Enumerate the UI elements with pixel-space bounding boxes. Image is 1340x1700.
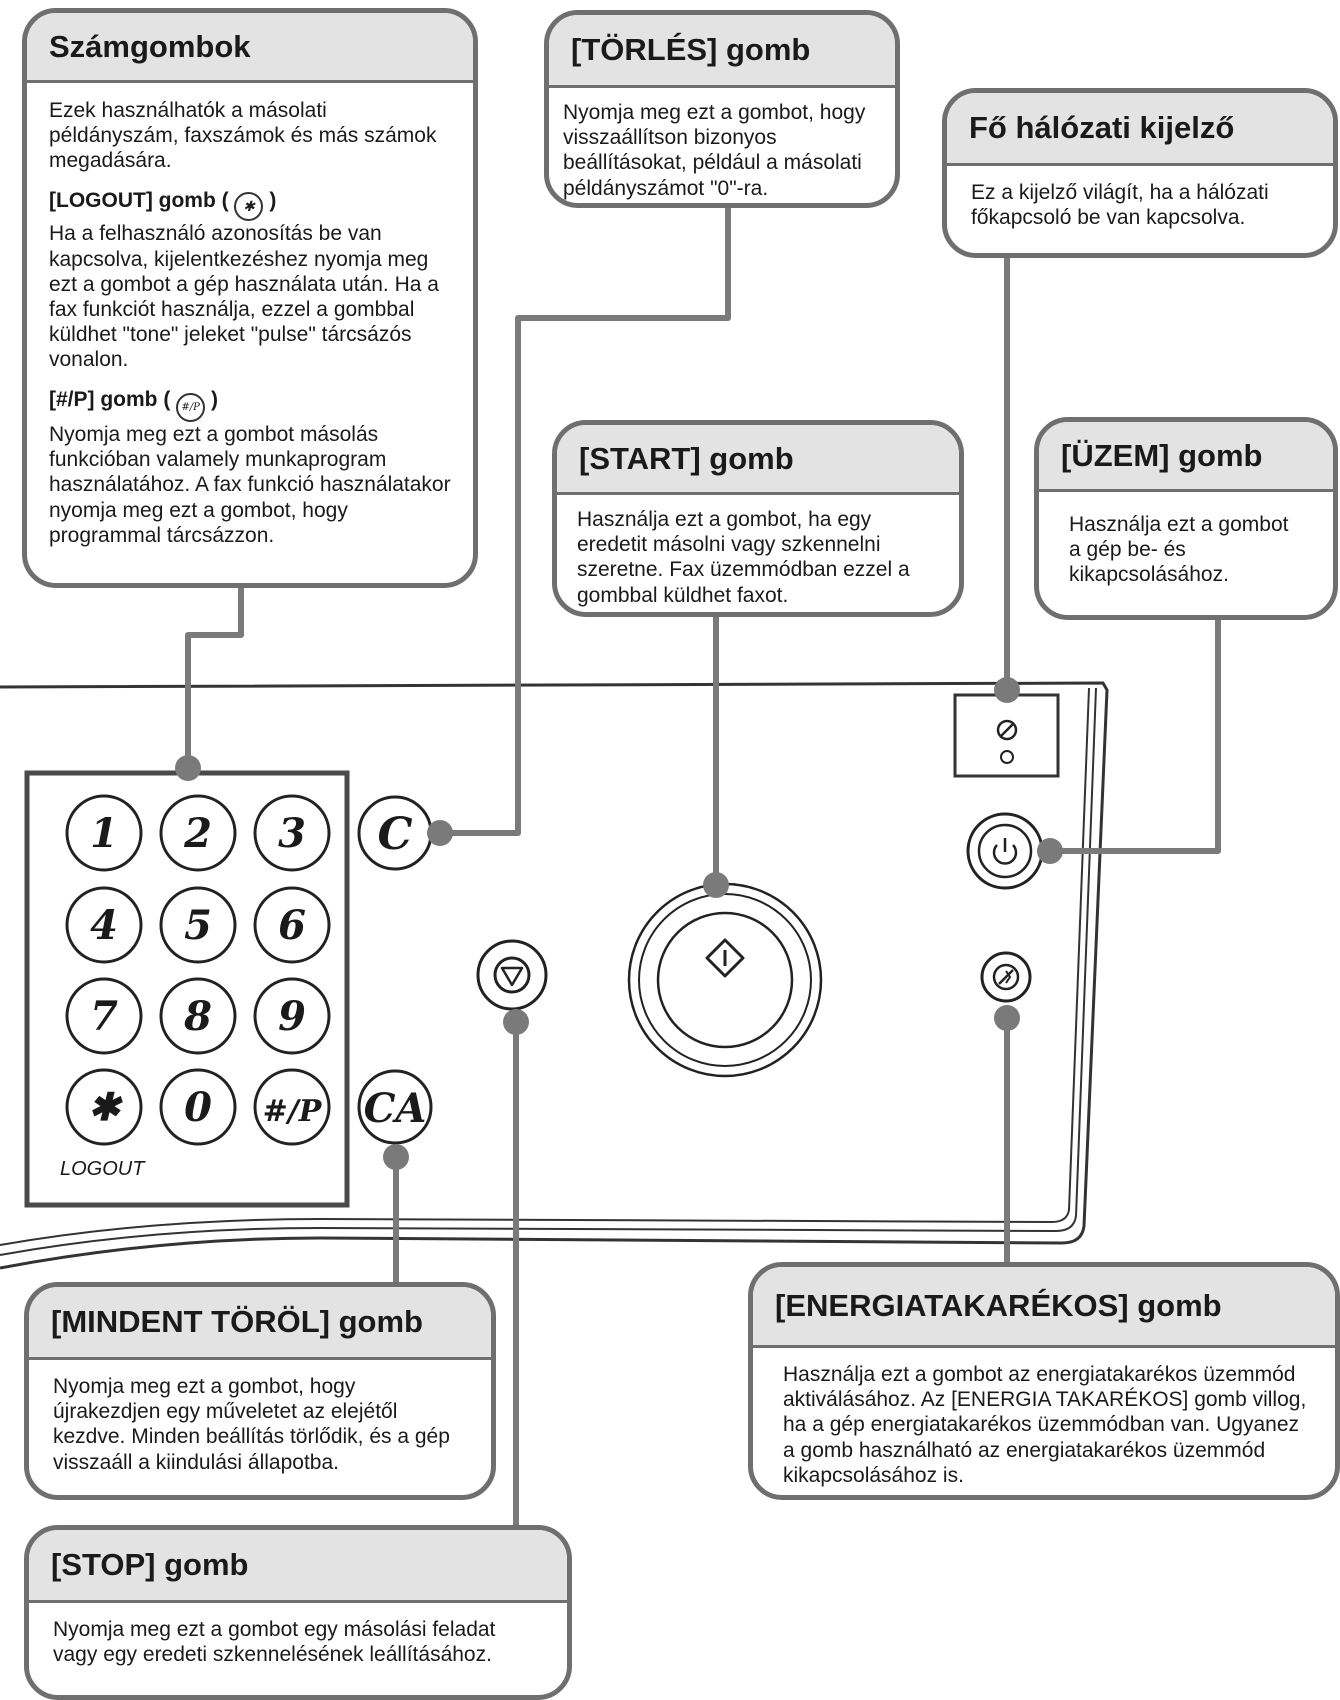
key-hash-p[interactable]: #/P [253, 1068, 331, 1146]
callout-stop-button: [STOP] gomb Nyomja meg ezt a gombot egy … [24, 1525, 572, 1700]
callout-title: Fő hálózati kijelző [947, 93, 1333, 166]
clear-key[interactable]: C [357, 795, 433, 871]
power-icon [992, 838, 1018, 865]
key-label: 7 [90, 993, 118, 1040]
key-label: 0 [184, 1084, 212, 1131]
callout-text: Használja ezt a gombot, ha egy eredetit … [577, 508, 910, 607]
stop-icon [493, 956, 531, 994]
key-label: #/P [263, 1094, 323, 1129]
callout-title: [TÖRLÉS] gomb [549, 15, 895, 88]
callout-title: [ÜZEM] gomb [1039, 422, 1333, 492]
logout-label: LOGOUT [60, 1158, 146, 1180]
hashp-heading: [#/P] gomb ( #/P ) [49, 388, 218, 423]
key-star[interactable]: ✱ [65, 1068, 143, 1146]
callout-network-indicator: Fő hálózati kijelző Ez a kijelző világít… [942, 88, 1338, 258]
hashp-key-icon: #/P [176, 393, 206, 423]
callout-text: Ez a kijelző világít, ha a hálózati főka… [971, 181, 1269, 230]
panel-outline [0, 681, 1109, 1270]
key-8[interactable]: 8 [159, 977, 237, 1055]
key-0[interactable]: 0 [159, 1068, 237, 1146]
key-label: ✱ [88, 1084, 123, 1129]
callout-text: Nyomja meg ezt a gombot egy másolási fel… [53, 1618, 496, 1667]
key-1[interactable]: 1 [65, 794, 143, 872]
callout-title: Számgombok [27, 13, 473, 83]
callout-start-button: [START] gomb Használja ezt a gombot, ha … [552, 420, 964, 617]
main-power-indicator [953, 693, 1060, 778]
logout-text: Ha a felhasználó azonosítás be van kapcs… [49, 222, 439, 372]
callout-title: [STOP] gomb [29, 1530, 567, 1603]
indicator-led [1000, 750, 1014, 764]
callout-energy-save-button: [ENERGIATAKARÉKOS] gomb Használja ezt a … [748, 1262, 1340, 1500]
key-label: 1 [90, 810, 118, 857]
key-4[interactable]: 4 [65, 886, 143, 964]
key-label: 3 [278, 810, 306, 857]
clear-key-label: C [377, 809, 412, 860]
key-3[interactable]: 3 [253, 794, 331, 872]
start-key[interactable] [627, 882, 823, 1078]
callout-clear-button: [TÖRLÉS] gomb Nyomja meg ezt a gombot, h… [544, 10, 900, 208]
energy-save-key[interactable] [980, 951, 1032, 1003]
callout-title: [ENERGIATAKARÉKOS] gomb [753, 1267, 1335, 1348]
network-power-icon [996, 719, 1018, 741]
callout-number-keys: Számgombok Ezek használhatók a másolati … [22, 8, 478, 588]
start-icon [705, 938, 745, 978]
hashp-text: Nyomja meg ezt a gombot másolás funkciób… [49, 423, 451, 547]
callout-text: Ezek használhatók a másolati példányszám… [49, 99, 437, 173]
numeric-keypad: 1 2 3 4 5 6 7 8 9 ✱ 0 #/P [65, 794, 331, 1146]
logout-heading: [LOGOUT] gomb ( ✱ ) [49, 189, 276, 222]
energy-save-icon [992, 963, 1020, 991]
key-label: 4 [90, 902, 118, 949]
key-7[interactable]: 7 [65, 977, 143, 1055]
key-9[interactable]: 9 [253, 977, 331, 1055]
power-key[interactable] [966, 812, 1044, 890]
key-6[interactable]: 6 [253, 886, 331, 964]
key-2[interactable]: 2 [159, 794, 237, 872]
logout-key-icon: ✱ [234, 192, 264, 222]
callout-text: Használja ezt a gombot a gép be- és kika… [1069, 513, 1289, 587]
clear-all-key[interactable]: CA [357, 1069, 433, 1145]
key-label: 8 [183, 993, 212, 1040]
stop-key[interactable] [476, 939, 548, 1011]
key-label: 6 [278, 902, 306, 949]
key-5[interactable]: 5 [159, 886, 237, 964]
callout-clear-all-button: [MINDENT TÖRÖL] gomb Nyomja meg ezt a go… [24, 1282, 496, 1500]
key-label: 2 [183, 810, 212, 857]
callout-title: [START] gomb [557, 425, 959, 495]
callout-title: [MINDENT TÖRÖL] gomb [29, 1287, 491, 1360]
callout-text: Nyomja meg ezt a gombot, hogy újrakezdje… [53, 1375, 450, 1474]
connector-dots [175, 677, 1063, 1170]
callout-text: Használja ezt a gombot az energiatakarék… [783, 1363, 1307, 1487]
callout-text: Nyomja meg ezt a gombot, hogy visszaállí… [563, 101, 866, 200]
connector-lines [185, 205, 1221, 1525]
clear-all-key-label: CA [364, 1085, 427, 1132]
key-label: 5 [184, 902, 212, 949]
key-label: 9 [278, 993, 306, 1040]
callout-power-button: [ÜZEM] gomb Használja ezt a gombot a gép… [1034, 417, 1338, 620]
